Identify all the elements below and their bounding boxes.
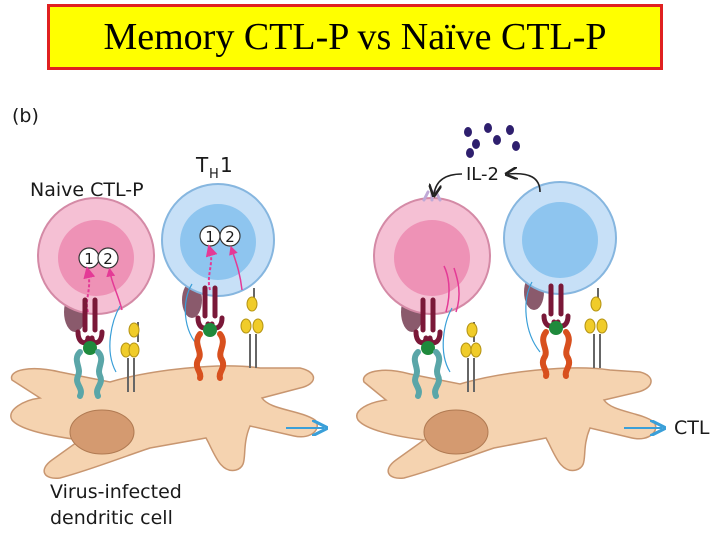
svg-text:1: 1: [205, 228, 215, 246]
svg-text:2: 2: [103, 250, 113, 268]
svg-text:1: 1: [220, 153, 233, 177]
il2-label: IL-2: [466, 164, 499, 185]
antigen-th1: [203, 323, 217, 337]
tcr-right: [413, 297, 443, 346]
blue-link-left: [109, 305, 121, 373]
slide-title: Memory CTL-P vs Naïve CTL-P: [103, 16, 607, 58]
il2-arrow-from-th1: [508, 174, 541, 193]
dendritic-cell-left: [10, 365, 318, 479]
left-scene: 1 2 1 2: [10, 153, 318, 529]
antigen-th1-right: [549, 321, 563, 335]
signal-2-bubble-left: 2: [97, 247, 119, 269]
signal-1-bubble-left: 1: [78, 247, 100, 269]
nucleus-left: [69, 409, 135, 455]
signal-path-th1-1: [205, 244, 218, 291]
signal-path-right-2: [453, 267, 460, 313]
il2-arrow-to-ctlp: [434, 173, 463, 194]
th1-cell-right: [503, 181, 617, 310]
panel-label: (b): [12, 105, 39, 127]
costim-left: [120, 322, 140, 392]
signal-path-right-1: [443, 265, 450, 313]
costim-th1: [240, 288, 264, 368]
naive-ctlp-label: Naive CTL-P: [30, 179, 144, 201]
svg-text:T: T: [195, 153, 209, 177]
svg-text:1: 1: [84, 250, 94, 268]
mhc-orange-th1-right: [539, 329, 573, 379]
blue-link-th1-right: [525, 281, 541, 353]
signal-path-th1-2: [229, 245, 243, 291]
il2-molecules: [464, 123, 520, 158]
right-scene: IL-2: [356, 123, 710, 479]
tcr-th1: [195, 285, 225, 331]
tcr-th1-right: [541, 283, 571, 329]
title-box: Memory CTL-P vs Naïve CTL-P: [47, 4, 663, 70]
mhc-teal-right: [411, 349, 443, 399]
signal-path-left-2: [106, 267, 123, 311]
costim-right: [460, 322, 482, 392]
mhc-orange-th1: [193, 331, 227, 381]
antigen-left: [83, 341, 97, 355]
signal-1-bubble-th1: 1: [199, 225, 221, 247]
costim-th1-right: [584, 288, 608, 368]
mhc-teal-left: [73, 349, 105, 399]
th1-cell-left: [161, 183, 275, 318]
svg-text:2: 2: [225, 228, 235, 246]
nucleus-right: [423, 409, 489, 455]
virus-infected-label: Virus-infected: [50, 481, 182, 503]
th1-label: T H 1: [195, 153, 233, 182]
signal-2-bubble-th1: 2: [219, 225, 241, 247]
antigen-right: [421, 341, 435, 355]
dendritic-cell-right: [356, 367, 657, 479]
ctl-label: CTL: [674, 417, 710, 439]
signal-path-left-1: [83, 266, 96, 313]
tcr-left: [75, 297, 105, 346]
blue-link-right: [442, 307, 453, 373]
svg-text:H: H: [209, 167, 219, 182]
dendritic-cell-label: dendritic cell: [50, 507, 173, 529]
ctlp-cell-right: [373, 189, 491, 332]
